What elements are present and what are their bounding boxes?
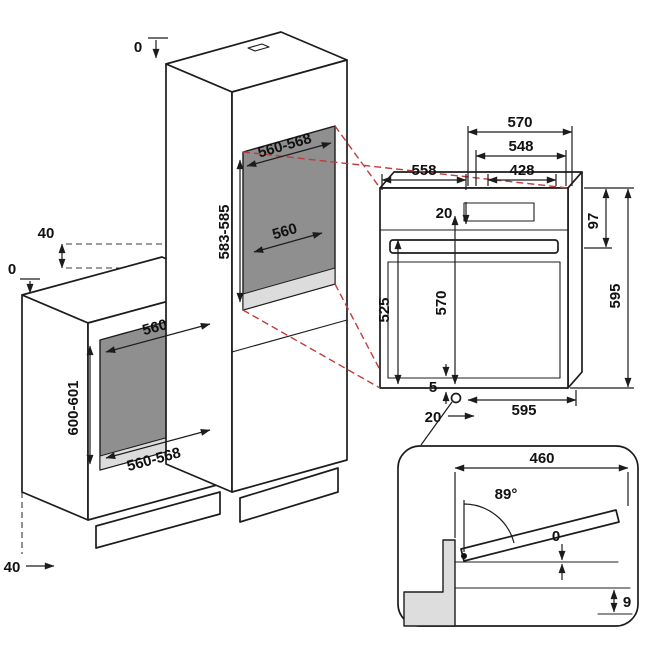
tall-cabinet-top-vent [247, 43, 270, 52]
dim-label-bottom-gap: 5 [429, 379, 437, 396]
dim-label-depth-a: 558 [411, 162, 436, 179]
dim-label-depth-total: 570 [507, 114, 532, 131]
dim-label-tall-niche-height: 583-585 [216, 204, 233, 259]
dim-line [246, 142, 332, 167]
dim-label-wall-gap: 40 [38, 225, 55, 242]
dim-label-open-angle: 89° [495, 486, 518, 503]
dim-oven-front-height: 570 [433, 215, 459, 385]
dim-label-depth-body: 548 [508, 138, 533, 155]
tall-cabinet-divider-line [231, 319, 348, 353]
dim-label-base-top-gap: 0 [8, 261, 16, 278]
tall-cabinet [165, 31, 348, 523]
dim-label-base-niche-height: 600-601 [65, 380, 82, 435]
dim-tall-cabinet-top-gap: 0 [134, 37, 168, 59]
dim-oven-depth-a: 558 [381, 162, 467, 184]
dim-wall-gap: 40 [38, 225, 66, 269]
dim-label-door-gap: 0 [552, 528, 560, 545]
oven-door [387, 261, 561, 379]
dim-label-tall-niche-depth: 560 [270, 220, 299, 243]
construction-dashed-lines [21, 243, 230, 554]
dim-label-depth-b: 428 [509, 162, 534, 179]
angle-arc [463, 503, 515, 544]
dim-label-protrusion: 9 [623, 594, 631, 611]
dim-oven-depth-body: 548 [475, 138, 567, 160]
dim-label-plinth-recess: 40 [4, 559, 21, 576]
dim-base-niche-height: 600-601 [65, 345, 94, 465]
door-detail-inset: 89° 460 0 9 [397, 445, 639, 627]
dim-tall-niche-depth: 560 [253, 220, 323, 253]
extension-line [454, 472, 629, 538]
dim-label-bottom-clearance: 20 [425, 409, 442, 426]
oven-side-face [567, 171, 583, 389]
tall-cabinet-plinth [239, 467, 339, 523]
base-cabinet-plinth [95, 491, 221, 549]
cabinet-cross-section [403, 539, 456, 627]
dim-tall-niche-height: 583-585 [216, 159, 244, 303]
dim-base-niche-depth: 560 [105, 316, 211, 353]
hinge-dot [461, 553, 467, 559]
dim-oven-door-height: 525 [376, 239, 402, 385]
dim-oven-top-gap: 20 [436, 202, 470, 225]
dim-line [105, 323, 211, 353]
tall-cabinet-side-face [165, 63, 233, 493]
dim-base-top-gap: 0 [8, 261, 40, 294]
dim-oven-bottom-gap: 5 [429, 364, 450, 404]
dim-label-oven-top-gap: 20 [436, 205, 453, 222]
dim-label-panel-height: 97 [585, 213, 602, 230]
dim-oven-panel-height: 97 [585, 188, 610, 248]
dim-label-oven-width: 595 [511, 402, 536, 419]
dim-plinth-recess: 40 [4, 559, 55, 576]
dim-oven-depth-total: 570 [467, 114, 573, 136]
oven-display [463, 202, 535, 222]
dim-oven-bottom-clearance: 20 [425, 409, 475, 426]
dim-oven-depth-b: 428 [487, 162, 557, 184]
dim-oven-total-height: 595 [607, 188, 632, 388]
dim-line [253, 232, 323, 253]
dim-label-tall-top-gap: 0 [134, 39, 142, 56]
dim-line [105, 429, 211, 459]
dim-label-total-height: 595 [607, 283, 624, 308]
dim-oven-width: 595 [467, 396, 577, 419]
dim-label-base-niche-depth: 560 [141, 316, 170, 339]
oven [379, 171, 583, 389]
dim-label-door-width: 460 [529, 450, 554, 467]
detail-leader-line [420, 401, 453, 446]
oven-front-face [379, 187, 569, 389]
hinge-reference-circle [450, 392, 462, 404]
oven-door-handle [389, 239, 559, 254]
projection-lines [242, 125, 569, 389]
dim-label-door-height: 525 [376, 297, 393, 322]
dim-label-front-height: 570 [433, 290, 450, 315]
